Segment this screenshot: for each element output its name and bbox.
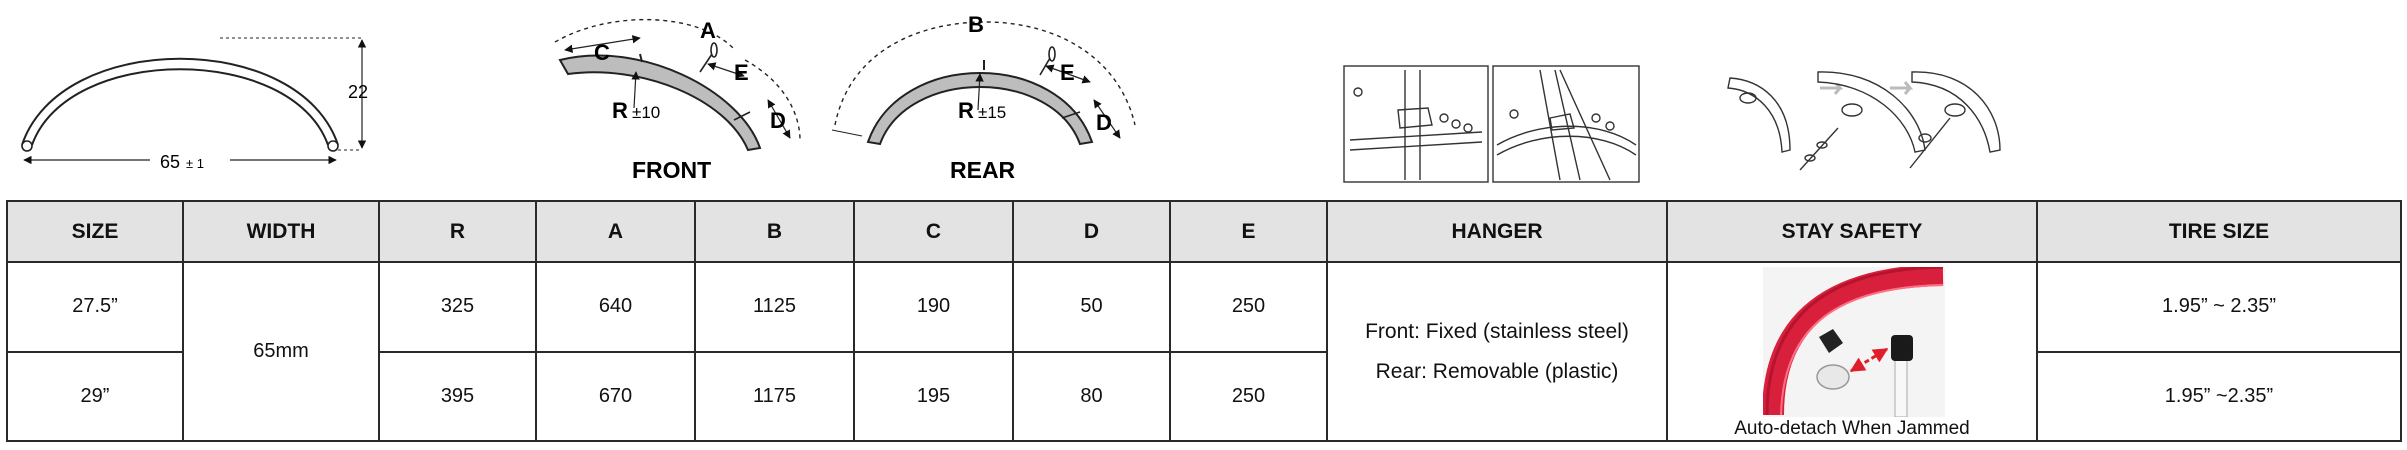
spec-table: SIZE WIDTH R A B C D E HANGER STAY SAFET…	[6, 200, 2402, 442]
rear-label-e: E	[1060, 60, 1075, 85]
cell-width: 65mm	[182, 261, 380, 442]
header-d: D	[1012, 200, 1171, 263]
front-label-a: A	[700, 18, 716, 43]
profile-height-label: 22	[348, 82, 368, 102]
rear-radius-label: R	[958, 98, 974, 123]
cell-stay-safety: Auto-detach When Jammed	[1666, 261, 2038, 442]
cell-size: 29”	[6, 350, 184, 442]
cell-b: 1175	[694, 350, 855, 442]
front-label-d: D	[770, 108, 786, 133]
cell-hanger: Front: Fixed (stainless steel) Rear: Rem…	[1326, 261, 1668, 442]
cell-a: 640	[535, 261, 696, 353]
profile-width-label: 65	[160, 152, 180, 172]
cell-tire-size: 1.95” ~ 2.35”	[2036, 261, 2402, 353]
stay-safety-caption: Auto-detach When Jammed	[1734, 418, 1970, 439]
stay-safety-photo	[1763, 267, 1945, 417]
hanger-mount-sketch-front	[1343, 65, 1489, 183]
hanger-mount-sketch-rear	[1492, 65, 1640, 183]
cell-r: 325	[378, 261, 537, 353]
cell-tire-size: 1.95” ~2.35”	[2036, 350, 2402, 442]
front-radius-tolerance: ±10	[632, 103, 660, 122]
cell-r: 395	[378, 350, 537, 442]
header-width: WIDTH	[182, 200, 380, 263]
cell-c: 190	[853, 261, 1014, 353]
profile-width-tolerance: ± 1	[186, 156, 204, 171]
cell-d: 50	[1012, 261, 1171, 353]
cell-e: 250	[1169, 350, 1328, 442]
rear-fender-diagram: B E D R ±15 REAR	[831, 12, 1136, 183]
rear-label-d: D	[1096, 110, 1112, 135]
front-label-c: C	[594, 40, 610, 65]
table-row: 27.5” 65mm 325 640 1125 190 50 250 Front…	[6, 261, 2402, 442]
front-fender-diagram: A C E D R ±10 FRONT	[554, 18, 801, 183]
cell-a: 670	[535, 350, 696, 442]
illustration-strip: 65 ± 1 22 A C E D R ±10 FRONT	[0, 0, 2407, 200]
cell-size: 27.5”	[6, 261, 184, 353]
profile-diagram: 65 ± 1 22	[21, 37, 368, 172]
rear-radius-tolerance: ±15	[978, 103, 1006, 122]
hanger-rear-text: Rear: Removable (plastic)	[1375, 359, 1619, 383]
rear-label-b: B	[968, 12, 984, 37]
header-b: B	[694, 200, 855, 263]
header-tire-size: TIRE SIZE	[2036, 200, 2402, 263]
cell-c: 195	[853, 350, 1014, 442]
stay-install-sequence	[1727, 71, 2001, 171]
hanger-front-text: Front: Fixed (stainless steel)	[1365, 319, 1629, 343]
header-stay-safety: STAY SAFETY	[1666, 200, 2038, 263]
rear-title: REAR	[950, 157, 1016, 183]
table-header-row: SIZE WIDTH R A B C D E HANGER STAY SAFET…	[6, 200, 2402, 263]
header-c: C	[853, 200, 1014, 263]
cell-e: 250	[1169, 261, 1328, 353]
header-size: SIZE	[6, 200, 184, 263]
header-e: E	[1169, 200, 1328, 263]
header-r: R	[378, 200, 537, 263]
front-radius-label: R	[612, 98, 628, 123]
cell-d: 80	[1012, 350, 1171, 442]
front-title: FRONT	[632, 157, 711, 183]
cell-b: 1125	[694, 261, 855, 353]
header-a: A	[535, 200, 696, 263]
table-row: 29” 395 670 1175 195 80 250 1.95” ~2.35”	[6, 350, 2402, 442]
front-label-e: E	[734, 60, 749, 85]
header-hanger: HANGER	[1326, 200, 1668, 263]
diagram-canvas: 65 ± 1 22 A C E D R ±10 FRONT	[21, 12, 2001, 183]
